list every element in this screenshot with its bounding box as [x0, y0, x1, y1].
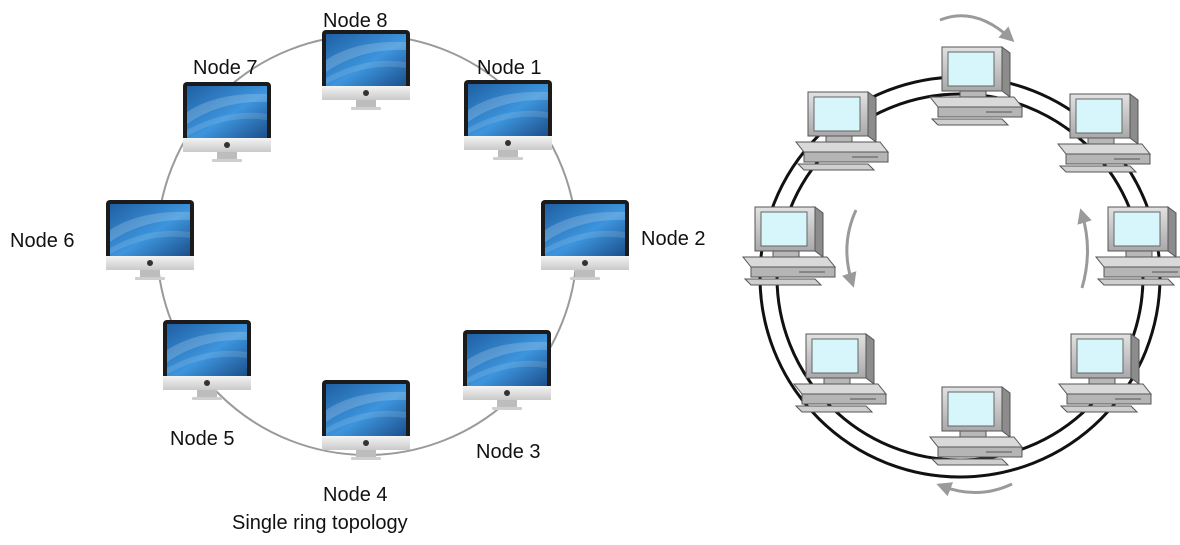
node-6-label: Node 6 [10, 230, 75, 252]
top-right-pc-icon [1057, 93, 1151, 173]
node-5-label: Node 5 [170, 428, 235, 450]
node-8-label: Node 8 [323, 10, 388, 32]
bottom-arrow-icon [936, 482, 1013, 497]
right-arrow-icon [1077, 208, 1092, 289]
node-7-computer-icon [183, 82, 271, 162]
left-pc-icon [742, 206, 836, 286]
node-2-computer-icon [541, 200, 629, 280]
right-pc-icon [1095, 206, 1180, 286]
top-arrow-icon [939, 14, 1015, 43]
node-8-computer-icon [322, 30, 410, 110]
diagram-caption: Single ring topology [232, 512, 408, 534]
bottom-pc-icon [929, 386, 1023, 466]
node-2-label: Node 2 [641, 228, 706, 250]
node-1-computer-icon [464, 80, 552, 160]
node-7-label: Node 7 [193, 57, 258, 79]
node-5-computer-icon [163, 320, 251, 400]
left-arrow-icon [842, 209, 858, 288]
node-4-label: Node 4 [323, 484, 388, 506]
node-3-computer-icon [463, 330, 551, 410]
node-1-label: Node 1 [477, 57, 542, 79]
node-3-label: Node 3 [476, 441, 541, 463]
bottom-left-pc-icon [793, 333, 887, 413]
bottom-right-pc-icon [1058, 333, 1152, 413]
top-pc-icon [929, 46, 1023, 126]
node-6-computer-icon [106, 200, 194, 280]
node-4-computer-icon [322, 380, 410, 460]
top-left-pc-icon [795, 91, 889, 171]
